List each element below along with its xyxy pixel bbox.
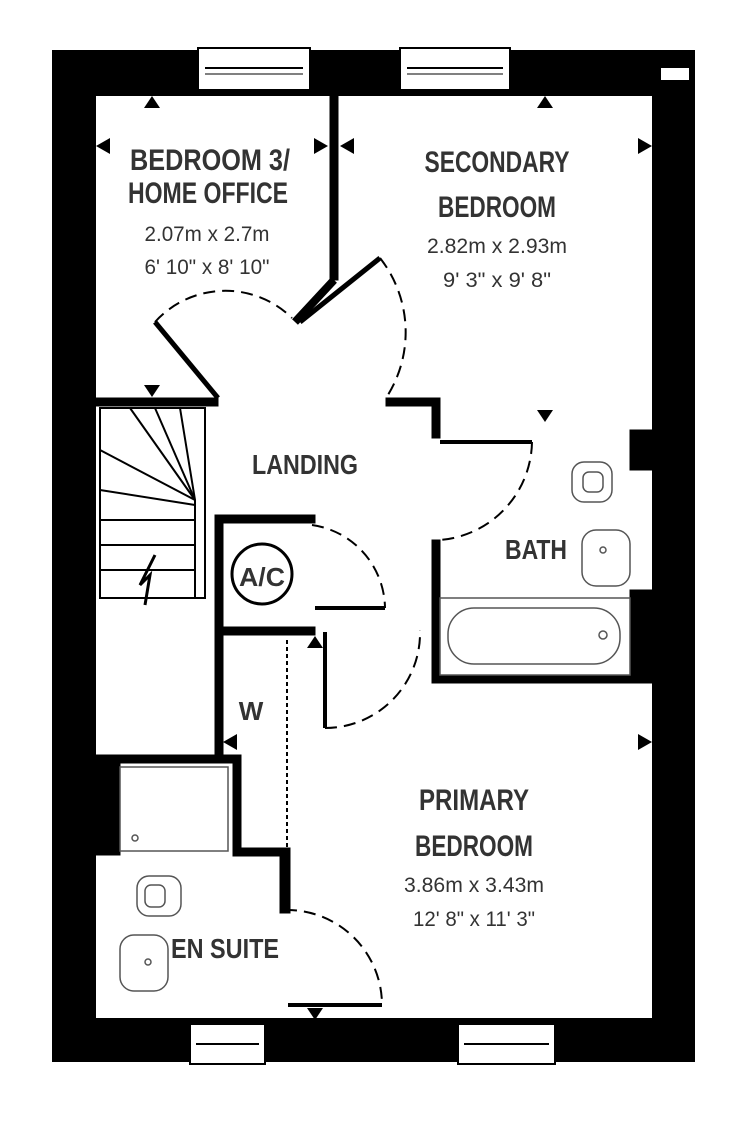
- bath-fixtures: [119, 461, 631, 992]
- inner-walls: [95, 95, 656, 914]
- en-suite-name: EN SUITE: [171, 933, 279, 964]
- secondary-name-line2: BEDROOM: [438, 191, 556, 224]
- primary-name-line2: BEDROOM: [415, 830, 533, 863]
- windows: [189, 47, 691, 1065]
- secondary-imperial: 9' 3" x 9' 8": [443, 269, 551, 292]
- outer-walls: [52, 50, 695, 1062]
- landing-name: LANDING: [252, 449, 358, 480]
- bedroom3-name-line1: BEDROOM 3/: [130, 144, 291, 177]
- dimension-arrows: [96, 96, 652, 1020]
- primary-imperial: 12' 8" x 11' 3": [413, 908, 535, 931]
- bedroom3-metric: 2.07m x 2.7m: [145, 223, 270, 246]
- bedroom3-imperial: 6' 10" x 8' 10": [145, 256, 270, 279]
- secondary-name-line1: SECONDARY: [425, 146, 570, 179]
- bedroom3-name-line2: HOME OFFICE: [128, 177, 288, 210]
- airing-cupboard-icon: [230, 542, 294, 606]
- doors[interactable]: [153, 256, 533, 1007]
- bath-name: BATH: [505, 534, 567, 565]
- primary-name-line1: PRIMARY: [419, 784, 529, 817]
- secondary-metric: 2.82m x 2.93m: [427, 235, 567, 258]
- staircase[interactable]: [99, 407, 206, 606]
- primary-metric: 3.86m x 3.43m: [404, 874, 544, 897]
- wardrobe-name: W: [239, 696, 264, 726]
- airing-cupboard-name: A/C: [239, 562, 285, 592]
